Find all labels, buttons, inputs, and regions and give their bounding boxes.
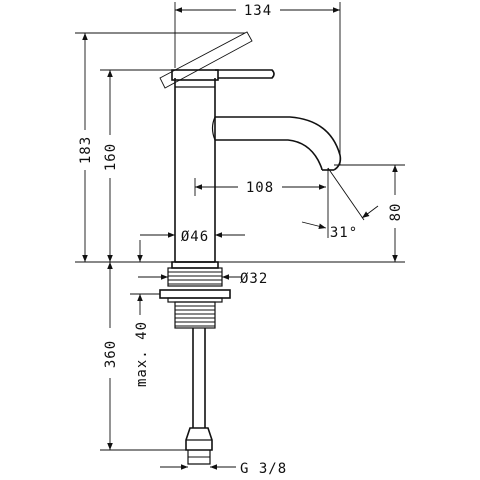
dim-108-label: 108 [246, 180, 274, 196]
dim-length-360: 360 [100, 262, 186, 451]
dim-360-label: 360 [103, 340, 119, 368]
dim-reach-108: 108 [194, 178, 326, 196]
dim-31-label: 31° [330, 225, 358, 241]
dim-height-160: 160 [100, 69, 172, 262]
dim-160-label: 160 [103, 143, 119, 171]
spout [211, 116, 342, 171]
dim-angle-31: 31° [301, 167, 379, 241]
dim-32-label: Ø32 [240, 271, 268, 287]
dim-134-label: 134 [244, 3, 272, 19]
dim-height-80: 80 [334, 164, 405, 262]
dim-height-183: 183 [75, 32, 405, 263]
dim-connection: G 3/8 [160, 461, 287, 477]
dim-46-label: Ø46 [181, 229, 209, 245]
dim-g38-label: G 3/8 [240, 461, 287, 477]
threaded-shank [159, 261, 231, 329]
dim-max-40: max. 40 [130, 240, 160, 387]
lever-raised [159, 31, 253, 89]
dim-80-label: 80 [388, 203, 404, 222]
supply-hose [185, 328, 213, 465]
dim-max40-label: max. 40 [134, 321, 150, 387]
dim-183-label: 183 [78, 136, 94, 164]
dim-diameter-46: Ø46 [140, 229, 245, 245]
dim-diameter-32: Ø32 [138, 271, 268, 287]
dim-width-134: 134 [174, 2, 341, 165]
